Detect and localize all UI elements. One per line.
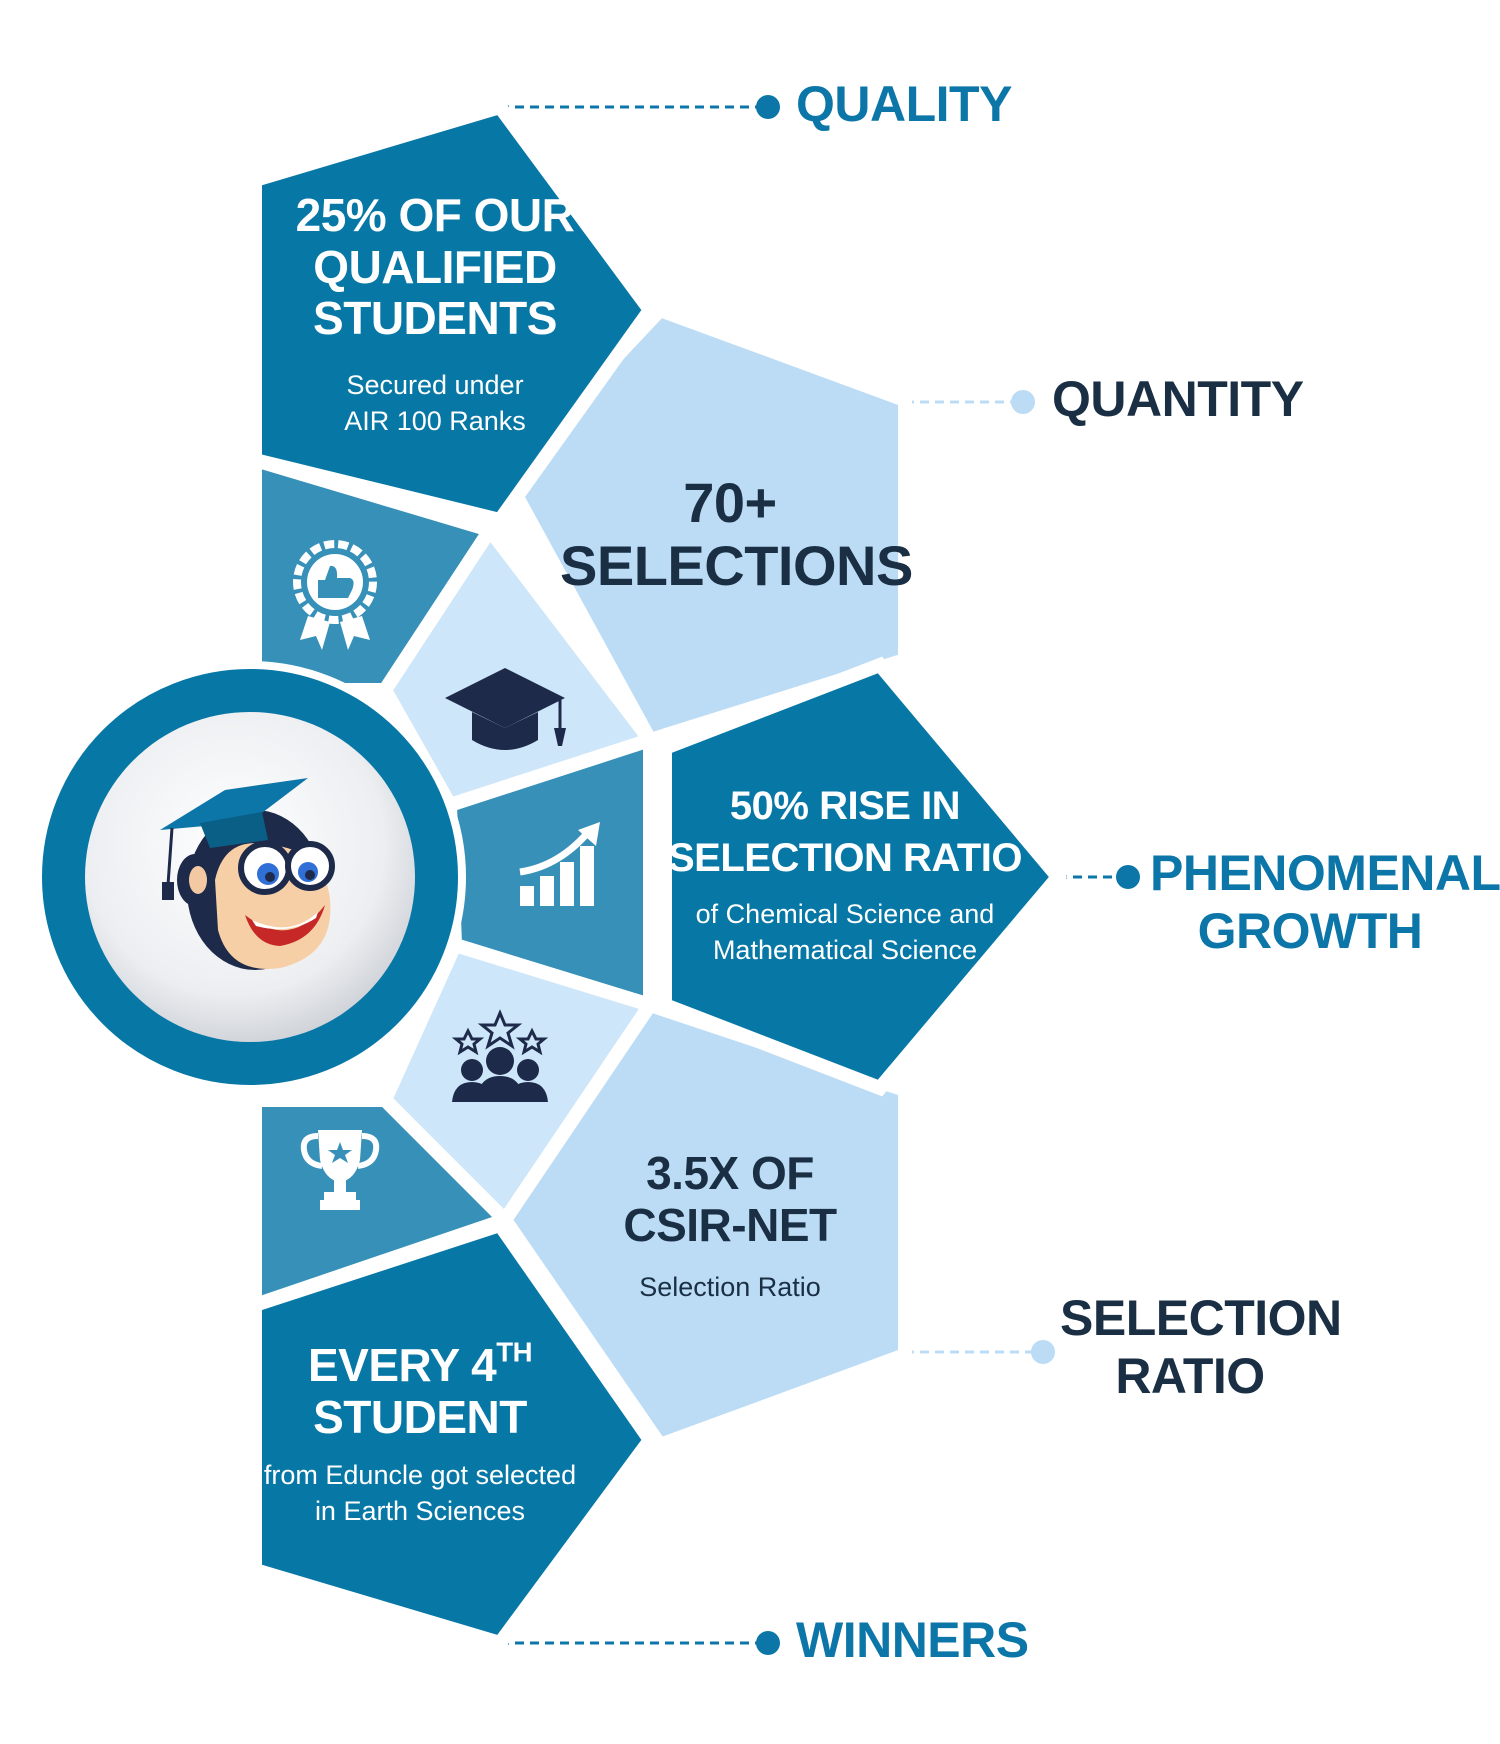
winners-title-line: STUDENT — [313, 1390, 527, 1443]
quality-title: 25% OF OUR QUALIFIED STUDENTS — [270, 189, 600, 345]
trophy-icon — [300, 1130, 380, 1210]
label-growth-line: GROWTH — [1197, 902, 1423, 959]
growth-connector-dot — [1116, 865, 1140, 889]
ratio-subtitle-line: Selection Ratio — [639, 1272, 821, 1303]
label-growth: PHENOMENAL GROWTH — [1150, 845, 1500, 960]
label-ratio-line: RATIO — [1115, 1347, 1265, 1404]
winners-title: EVERY 4TH STUDENT — [260, 1336, 580, 1443]
growth-subtitle: of Chemical Science and Mathematical Sci… — [660, 896, 1030, 969]
label-growth-line: PHENOMENAL — [1150, 845, 1500, 901]
ratio-title-line: CSIR-NET — [623, 1198, 837, 1251]
quantity-connector-dot — [1011, 390, 1035, 414]
ratio-title-line: 3.5X OF — [646, 1147, 814, 1199]
quantity-title-line: SELECTIONS — [560, 533, 913, 597]
winners-panel — [248, 1216, 659, 1652]
growth-title-line: SELECTION RATIO — [668, 836, 1022, 880]
growth-panel-text: 50% RISE IN SELECTION RATIO of Chemical … — [660, 780, 1030, 969]
winners-title-sup: TH — [496, 1336, 533, 1368]
winners-subtitle-line: from Eduncle got selected — [263, 1460, 577, 1491]
winners-connector-dot — [756, 1631, 780, 1655]
ratio-title: 3.5X OF CSIR-NET — [580, 1147, 880, 1251]
quality-title-line: 25% OF OUR — [295, 189, 575, 241]
growth-panel — [658, 656, 1068, 1097]
quantity-panel-text: 70+ SELECTIONS — [560, 471, 913, 597]
label-ratio: SELECTION RATIO — [1060, 1290, 1342, 1405]
winners-panel-text: EVERY 4TH STUDENT from Eduncle got selec… — [260, 1336, 580, 1530]
ratio-subtitle: Selection Ratio — [580, 1269, 880, 1305]
quality-panel — [248, 98, 659, 528]
quality-subtitle: Secured under AIR 100 Ranks — [270, 367, 600, 440]
quality-subtitle-line: AIR 100 Ranks — [344, 405, 526, 436]
winners-title-line: EVERY 4TH — [260, 1336, 580, 1392]
label-winners: WINNERS — [796, 1612, 1029, 1668]
winners-subtitle: from Eduncle got selected in Earth Scien… — [260, 1457, 580, 1530]
connectors — [500, 95, 1140, 1655]
winners-subtitle-line: in Earth Sciences — [314, 1496, 526, 1527]
quantity-title: 70+ SELECTIONS — [560, 471, 913, 597]
team-stars-icon — [451, 1009, 549, 1102]
label-quantity: QUANTITY — [1052, 371, 1304, 427]
quantity-title-line: 70+ — [683, 471, 777, 534]
label-quality: QUALITY — [796, 76, 1012, 132]
label-ratio-line: SELECTION — [1060, 1290, 1342, 1346]
growth-subtitle-line: Mathematical Science — [712, 935, 978, 966]
growth-subtitle-line: of Chemical Science and — [695, 899, 995, 929]
panels — [248, 98, 1068, 1652]
quality-connector-dot — [756, 95, 780, 119]
graduation-cap-icon — [445, 668, 566, 750]
ratio-panel-text: 3.5X OF CSIR-NET Selection Ratio — [580, 1147, 880, 1305]
quality-title-line: STUDENTS — [313, 292, 557, 345]
mascot-badge — [34, 661, 466, 1093]
winners-title-main: EVERY 4 — [307, 1339, 497, 1391]
growth-title-line: 50% RISE IN — [729, 784, 961, 828]
quality-subtitle-line: Secured under — [346, 369, 524, 400]
mascot-icon — [160, 778, 335, 970]
ratio-connector-dot — [1031, 1340, 1055, 1364]
quality-panel-text: 25% OF OUR QUALIFIED STUDENTS Secured un… — [270, 189, 600, 440]
award-badge-icon — [293, 540, 377, 650]
quality-title-line: QUALIFIED — [313, 240, 557, 293]
growth-chart-icon — [519, 822, 600, 906]
growth-title: 50% RISE IN SELECTION RATIO — [660, 780, 1030, 884]
